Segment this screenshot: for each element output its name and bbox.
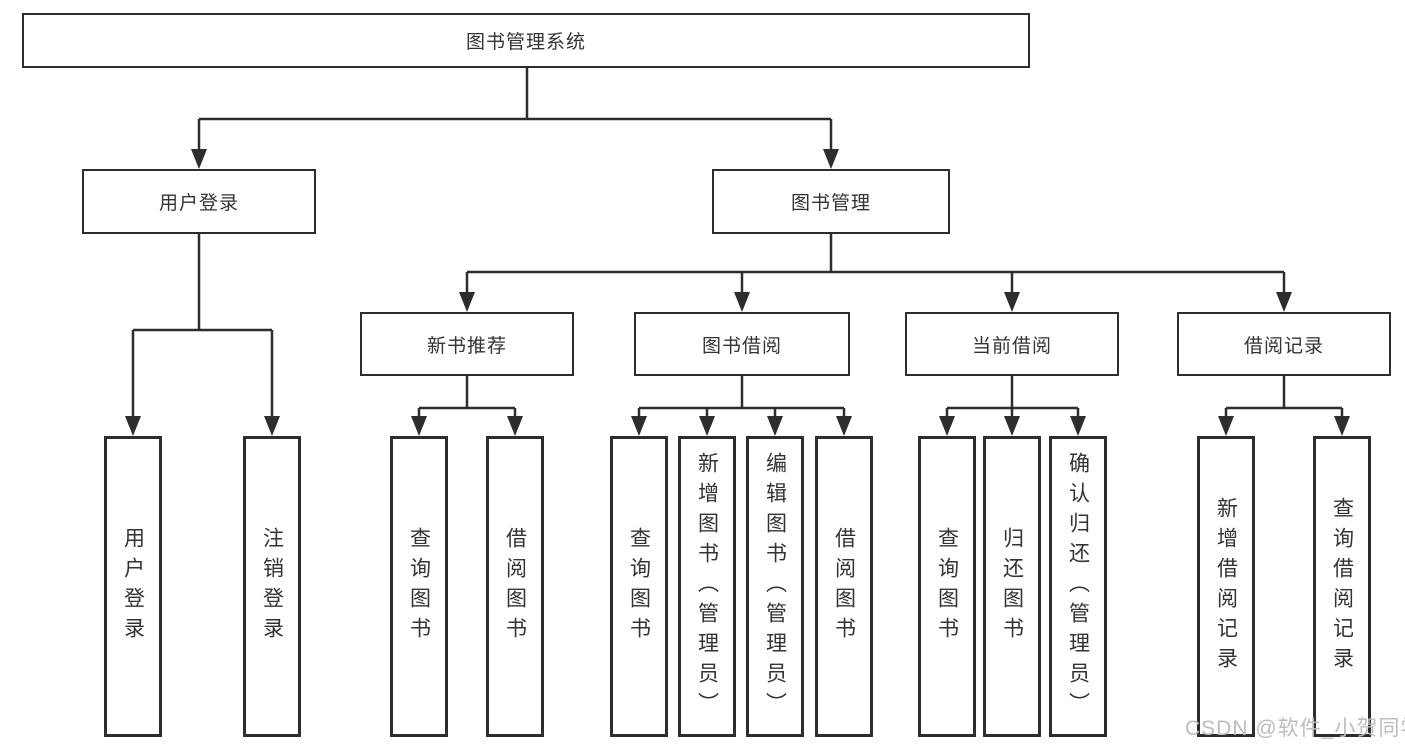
arrowhead-icon <box>699 416 715 436</box>
arrowhead-icon <box>1070 416 1086 436</box>
leaf-label: 查询图书 <box>407 526 431 647</box>
arrowhead-icon <box>1218 416 1234 436</box>
leaf-label: 确认归还（管理员） <box>1066 451 1090 722</box>
connector-paths <box>131 68 1344 419</box>
edge-new-book-recommend-to-leaves <box>417 376 517 419</box>
node-new-book-recommend: 新书推荐 <box>360 312 574 376</box>
arrowhead-icon <box>264 416 280 436</box>
node-library-system: 图书管理系统 <box>22 13 1030 68</box>
arrowheads <box>125 149 1350 436</box>
leaf-add-books-admin: 新增图书（管理员） <box>678 436 736 737</box>
node-user-login: 用户登录 <box>82 169 316 234</box>
leaf-label: 查询图书 <box>627 526 651 647</box>
arrowhead-icon <box>1004 292 1020 312</box>
edge-current-borrowing-to-leaves <box>945 376 1080 419</box>
leaf-label: 新增借阅记录 <box>1214 496 1238 677</box>
leaf-label: 借阅图书 <box>832 526 856 647</box>
arrowhead-icon <box>1004 416 1020 436</box>
arrowhead-icon <box>1334 416 1350 436</box>
arrowhead-icon <box>823 149 839 169</box>
arrowhead-icon <box>939 416 955 436</box>
leaf-label: 用户登录 <box>121 526 145 647</box>
arrowhead-icon <box>191 149 207 169</box>
leaf-query-borrow-record: 查询借阅记录 <box>1313 436 1371 737</box>
leaf-query-books-current: 查询图书 <box>918 436 976 737</box>
leaf-query-books-recommend: 查询图书 <box>390 436 448 737</box>
arrowhead-icon <box>459 292 475 312</box>
node-current-borrowing: 当前借阅 <box>905 312 1119 376</box>
leaf-label: 编辑图书（管理员） <box>763 451 787 722</box>
arrowhead-icon <box>734 292 750 312</box>
leaf-add-borrow-record: 新增借阅记录 <box>1197 436 1255 737</box>
leaf-user-login: 用户登录 <box>104 436 162 737</box>
arrowhead-icon <box>1276 292 1292 312</box>
node-book-management: 图书管理 <box>712 169 950 234</box>
leaf-label: 查询借阅记录 <box>1330 496 1354 677</box>
leaf-label: 归还图书 <box>1000 526 1024 647</box>
edge-book-management-to-level3 <box>465 234 1286 295</box>
node-borrowing-records: 借阅记录 <box>1177 312 1391 376</box>
arrowhead-icon <box>767 416 783 436</box>
leaf-label: 注销登录 <box>260 526 284 647</box>
arrowhead-icon <box>507 416 523 436</box>
csdn-watermark: CSDN @软件_小贺同学 <box>1185 717 1405 740</box>
leaf-borrow-books-recommend: 借阅图书 <box>486 436 544 737</box>
arrowhead-icon <box>125 416 141 436</box>
leaf-label: 查询图书 <box>935 526 959 647</box>
leaf-borrow-books-borrowing: 借阅图书 <box>815 436 873 737</box>
leaf-label: 新增图书（管理员） <box>695 451 719 722</box>
node-book-borrowing: 图书借阅 <box>634 312 850 376</box>
edge-book-borrowing-to-leaves <box>637 376 846 419</box>
edge-root-to-level2 <box>197 68 833 152</box>
arrowhead-icon <box>836 416 852 436</box>
arrowhead-icon <box>411 416 427 436</box>
edge-borrowing-records-to-leaves <box>1224 376 1344 419</box>
leaf-logout: 注销登录 <box>243 436 301 737</box>
leaf-label: 借阅图书 <box>503 526 527 647</box>
leaf-edit-books-admin: 编辑图书（管理员） <box>746 436 804 737</box>
leaf-query-books-borrowing: 查询图书 <box>610 436 668 737</box>
edge-user-login-to-leaves <box>131 234 274 419</box>
leaf-return-books: 归还图书 <box>983 436 1041 737</box>
arrowhead-icon <box>631 416 647 436</box>
leaf-confirm-return-admin: 确认归还（管理员） <box>1049 436 1107 737</box>
